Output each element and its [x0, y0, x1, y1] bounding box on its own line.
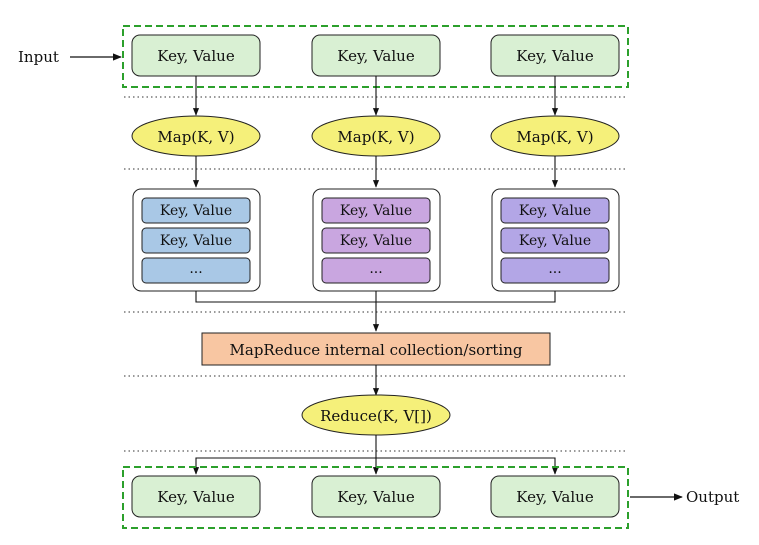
input-label: Input [18, 48, 59, 66]
internal-sort-box: MapReduce internal collection/sorting [201, 332, 551, 366]
input-pair-2: Key, Value [311, 34, 441, 77]
sort-label: MapReduce internal collection/sorting [230, 341, 523, 359]
group-item-label: Key, Value [519, 203, 591, 219]
output-pair-label: Key, Value [337, 488, 415, 506]
input-pair-1: Key, Value [131, 34, 261, 77]
group-item-label: Key, Value [519, 233, 591, 249]
group-item-label: ... [548, 261, 561, 277]
reduce-fanout [192, 435, 559, 475]
group-item-label: Key, Value [160, 203, 232, 219]
input-pair-3: Key, Value [490, 34, 620, 77]
map-to-group-arrows [192, 156, 559, 188]
group-item-label: Key, Value [160, 233, 232, 249]
map-label: Map(K, V) [516, 128, 593, 146]
group-item-label: Key, Value [340, 233, 412, 249]
output-pair-3: Key, Value [490, 475, 620, 518]
reduce-node: Reduce(K, V[]) [301, 394, 451, 436]
output-label: Output [686, 488, 739, 506]
input-to-map-arrows [192, 76, 559, 116]
map-label: Map(K, V) [337, 128, 414, 146]
output-pair-label: Key, Value [157, 488, 235, 506]
input-pair-label: Key, Value [157, 47, 235, 65]
map-node-1: Map(K, V) [131, 115, 261, 157]
map-output-group-2: Key, Value Key, Value ... [312, 188, 441, 292]
merge-connector [195, 291, 556, 332]
map-output-group-1: Key, Value Key, Value ... [132, 188, 261, 292]
input-pair-label: Key, Value [337, 47, 415, 65]
group-item-label: ... [369, 261, 382, 277]
group-item-label: Key, Value [340, 203, 412, 219]
output-pair-1: Key, Value [131, 475, 261, 518]
map-output-group-3: Key, Value Key, Value ... [491, 188, 620, 292]
input-pair-label: Key, Value [516, 47, 594, 65]
output-pair-2: Key, Value [311, 475, 441, 518]
group-item-label: ... [189, 261, 202, 277]
map-node-3: Map(K, V) [490, 115, 620, 157]
map-node-2: Map(K, V) [311, 115, 441, 157]
output-pair-label: Key, Value [516, 488, 594, 506]
output-dashed-box [122, 466, 629, 529]
map-label: Map(K, V) [157, 128, 234, 146]
reduce-label: Reduce(K, V[]) [320, 407, 432, 425]
